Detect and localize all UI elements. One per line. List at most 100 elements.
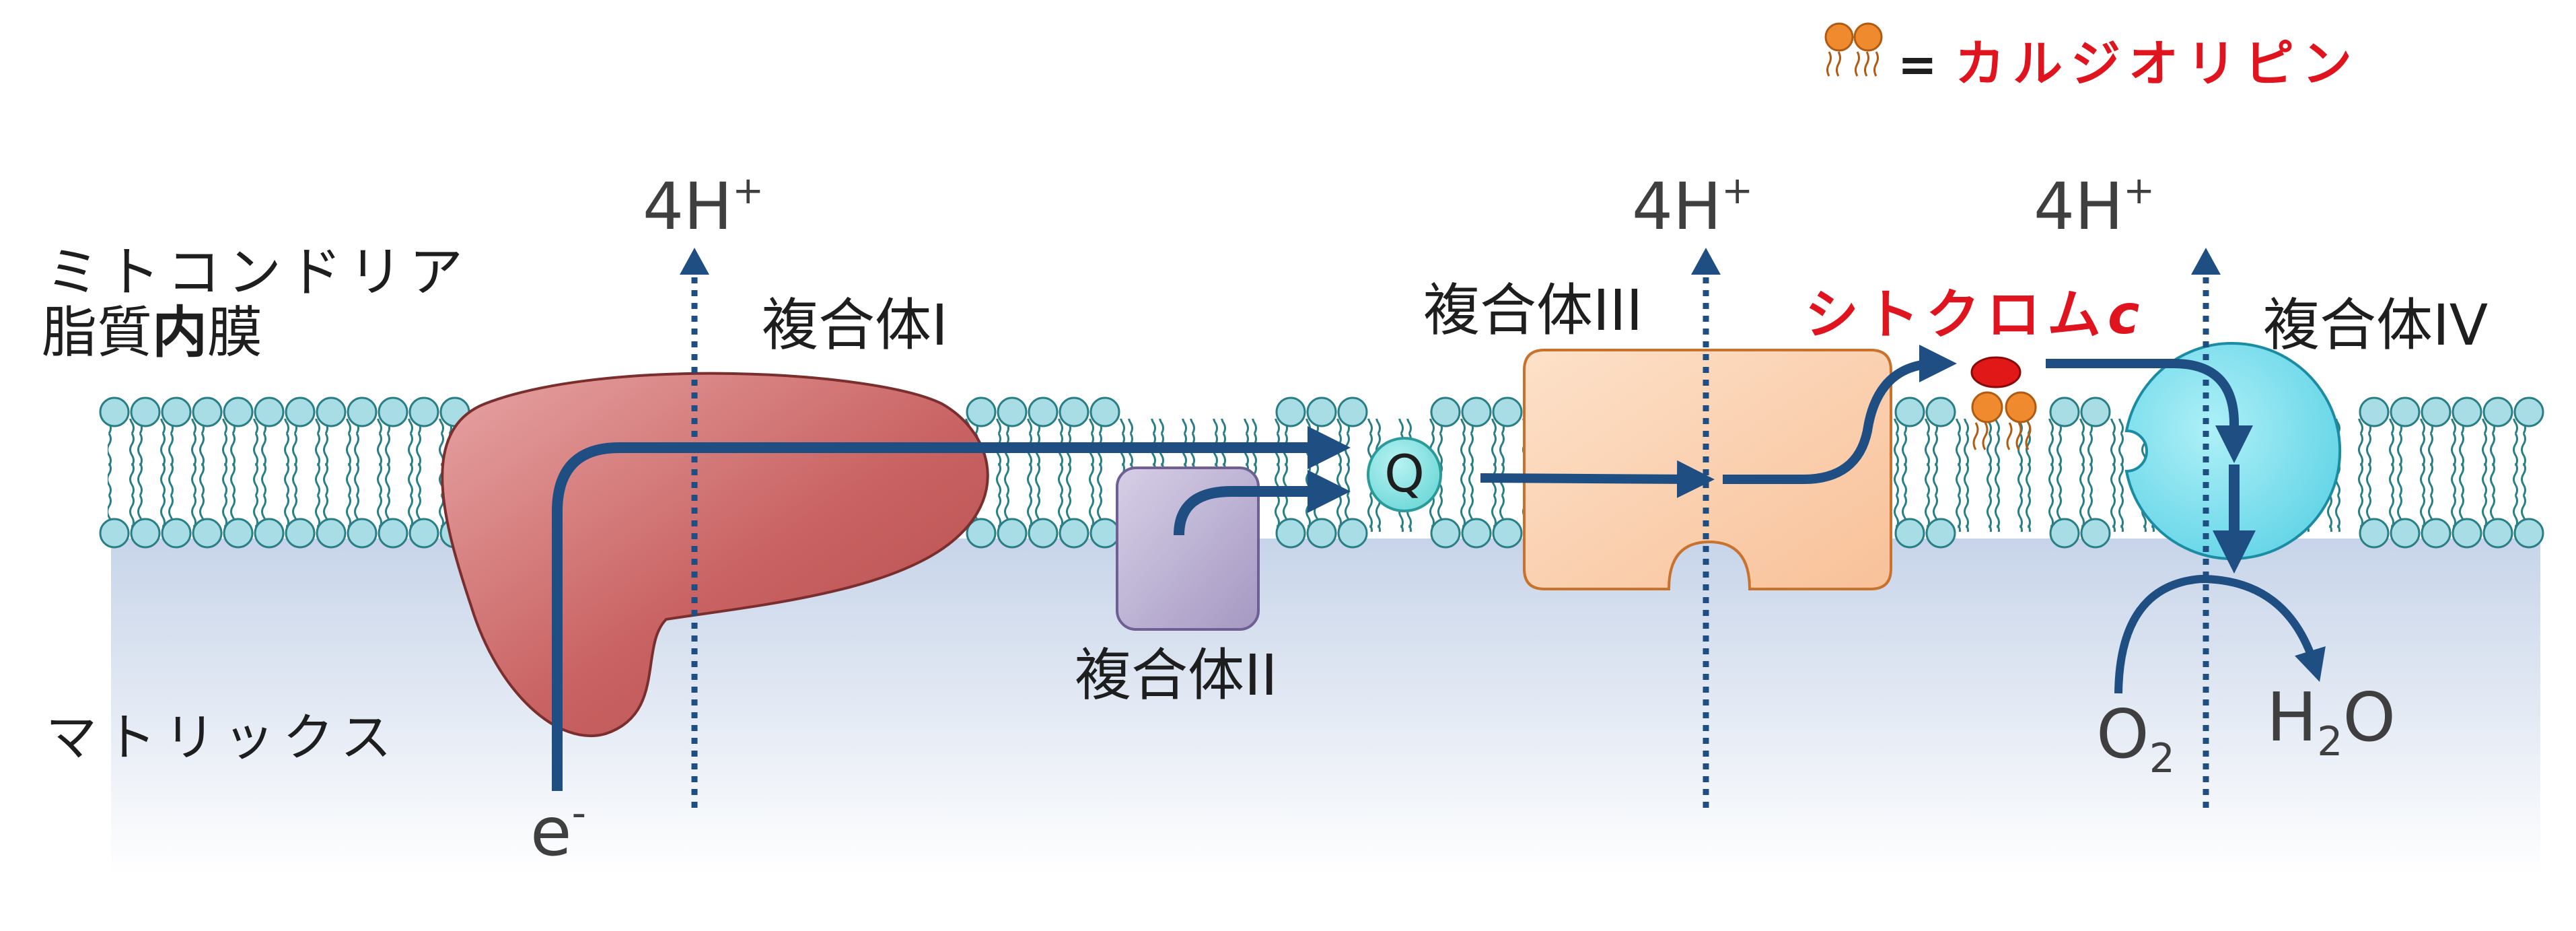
- lipid-head: [2482, 396, 2513, 427]
- lipid-head: [130, 396, 161, 427]
- lipid-head: [2080, 396, 2111, 427]
- lipid-head: [130, 518, 161, 549]
- lipid-head: [99, 518, 130, 549]
- membrane-label-line2-a: 脂質: [42, 301, 152, 365]
- lipid-head: [254, 396, 285, 427]
- lipid-head: [1275, 518, 1306, 549]
- lipid-head: [966, 518, 997, 549]
- proton-label-1-text: 4H: [643, 169, 732, 244]
- proton-label-2: 4H+: [1632, 169, 1753, 244]
- lipid-head: [1894, 518, 1925, 549]
- oxygen-label-sub: 2: [2149, 735, 2175, 782]
- electron-arrow-q-to-complex-3: [1480, 460, 1715, 498]
- proton-label-2-plus: +: [1721, 169, 1753, 213]
- cardiolipin-legend-icon: [1824, 22, 1883, 77]
- water-label-sub: 2: [2317, 718, 2342, 765]
- lipid-head: [316, 396, 347, 427]
- cytochrome-c-letter: c: [2108, 283, 2146, 346]
- lipid-head: [223, 518, 254, 549]
- lipid-head: [2513, 518, 2544, 549]
- lipid-head: [2049, 396, 2080, 427]
- cardiolipin-in-membrane: [1971, 391, 2037, 450]
- lipid-head: [2452, 518, 2482, 549]
- electron-label-e: e: [530, 792, 572, 871]
- cytochrome-c-label: シトクロムc: [1805, 283, 2146, 346]
- lipid-head: [1089, 396, 1120, 427]
- membrane-label-line2-b: 膜: [207, 301, 262, 365]
- proton-arrowhead-1: [680, 248, 709, 275]
- water-label: H2O: [2266, 678, 2396, 765]
- electron-label: e-: [530, 790, 586, 871]
- proton-label-3-plus: +: [2123, 169, 2155, 213]
- lipid-head: [1059, 396, 1089, 427]
- lipid-head: [2513, 396, 2544, 427]
- lipid-head: [1461, 396, 1492, 427]
- lipid-head: [2421, 396, 2452, 427]
- proton-label-1-plus: +: [732, 169, 764, 213]
- oxygen-label: O2: [2096, 695, 2175, 782]
- lipid-head: [1461, 518, 1492, 549]
- lipid-head: [1059, 518, 1089, 549]
- lipid-head: [223, 396, 254, 427]
- water-label-o: O: [2342, 678, 2396, 757]
- lipid-head: [1275, 396, 1306, 427]
- lipid-head: [1306, 396, 1337, 427]
- lipid-head: [408, 518, 439, 549]
- lipid-head: [1492, 518, 1523, 549]
- lipid-head: [1306, 518, 1337, 549]
- lipid-head: [2080, 518, 2111, 549]
- cytochrome-c-name: シトクロム: [1805, 283, 2108, 346]
- electron-arrow-complex-2: [1174, 470, 1351, 536]
- lipid-head: [1089, 518, 1120, 549]
- complex-2-shape: [1116, 467, 1260, 631]
- proton-label-1: 4H+: [643, 169, 764, 244]
- quinone-label: Q: [1384, 444, 1425, 504]
- lipid-head: [1925, 396, 1956, 427]
- electron-arrow-complex-1: [552, 426, 1351, 791]
- legend-cardiolipin-label: カルジオリピン: [1955, 35, 2360, 93]
- lipid-head: [2482, 518, 2513, 549]
- lipid-head: [1337, 518, 1368, 549]
- lipid-head: [2452, 396, 2482, 427]
- proton-label-3: 4H+: [2034, 169, 2155, 244]
- lipid-head: [1492, 396, 1523, 427]
- lipid-head: [347, 396, 378, 427]
- electron-label-sup: -: [572, 790, 587, 837]
- membrane-label-line2: 脂質内膜: [42, 301, 262, 365]
- lipid-head: [2359, 396, 2390, 427]
- membrane-label-line2-bold: 内: [152, 301, 207, 365]
- proton-arrowhead-3: [2191, 248, 2221, 275]
- lipid-head: [2390, 518, 2421, 549]
- oxygen-label-o: O: [2096, 695, 2149, 773]
- lipid-head: [997, 396, 1028, 427]
- lipid-head: [1894, 396, 1925, 427]
- complex-4-label: 複合体IV: [2263, 292, 2488, 358]
- lipid-head: [2049, 518, 2080, 549]
- lipid-head: [966, 396, 997, 427]
- proton-label-2-text: 4H: [1632, 169, 1721, 244]
- lipid-head: [2421, 518, 2452, 549]
- complex-2-label: 複合体II: [1075, 642, 1278, 708]
- lipid-head: [347, 518, 378, 549]
- lipid-head: [316, 518, 347, 549]
- electron-arrow-cytc-to-complex-4: [2046, 359, 2253, 463]
- lipid-head: [285, 396, 316, 427]
- lipid-head: [192, 396, 223, 427]
- lipid-head: [1430, 518, 1461, 549]
- lipid-head: [997, 518, 1028, 549]
- lipid-head: [1925, 518, 1956, 549]
- lipid-head: [161, 396, 192, 427]
- lipid-head: [285, 518, 316, 549]
- cytochrome-c-ellipse: [1970, 356, 2022, 388]
- lipid-head: [1337, 396, 1368, 427]
- complex-3-label: 複合体III: [1423, 277, 1643, 343]
- lipid-head: [1430, 396, 1461, 427]
- complex-1-label: 複合体I: [762, 292, 948, 358]
- legend-equals: =: [1898, 37, 1937, 92]
- membrane-lipid-heads: [99, 396, 2544, 549]
- membrane-label-line1: ミトコンドリア: [46, 241, 470, 304]
- lipid-head: [378, 396, 408, 427]
- lipid-head: [2359, 518, 2390, 549]
- lipid-head: [408, 396, 439, 427]
